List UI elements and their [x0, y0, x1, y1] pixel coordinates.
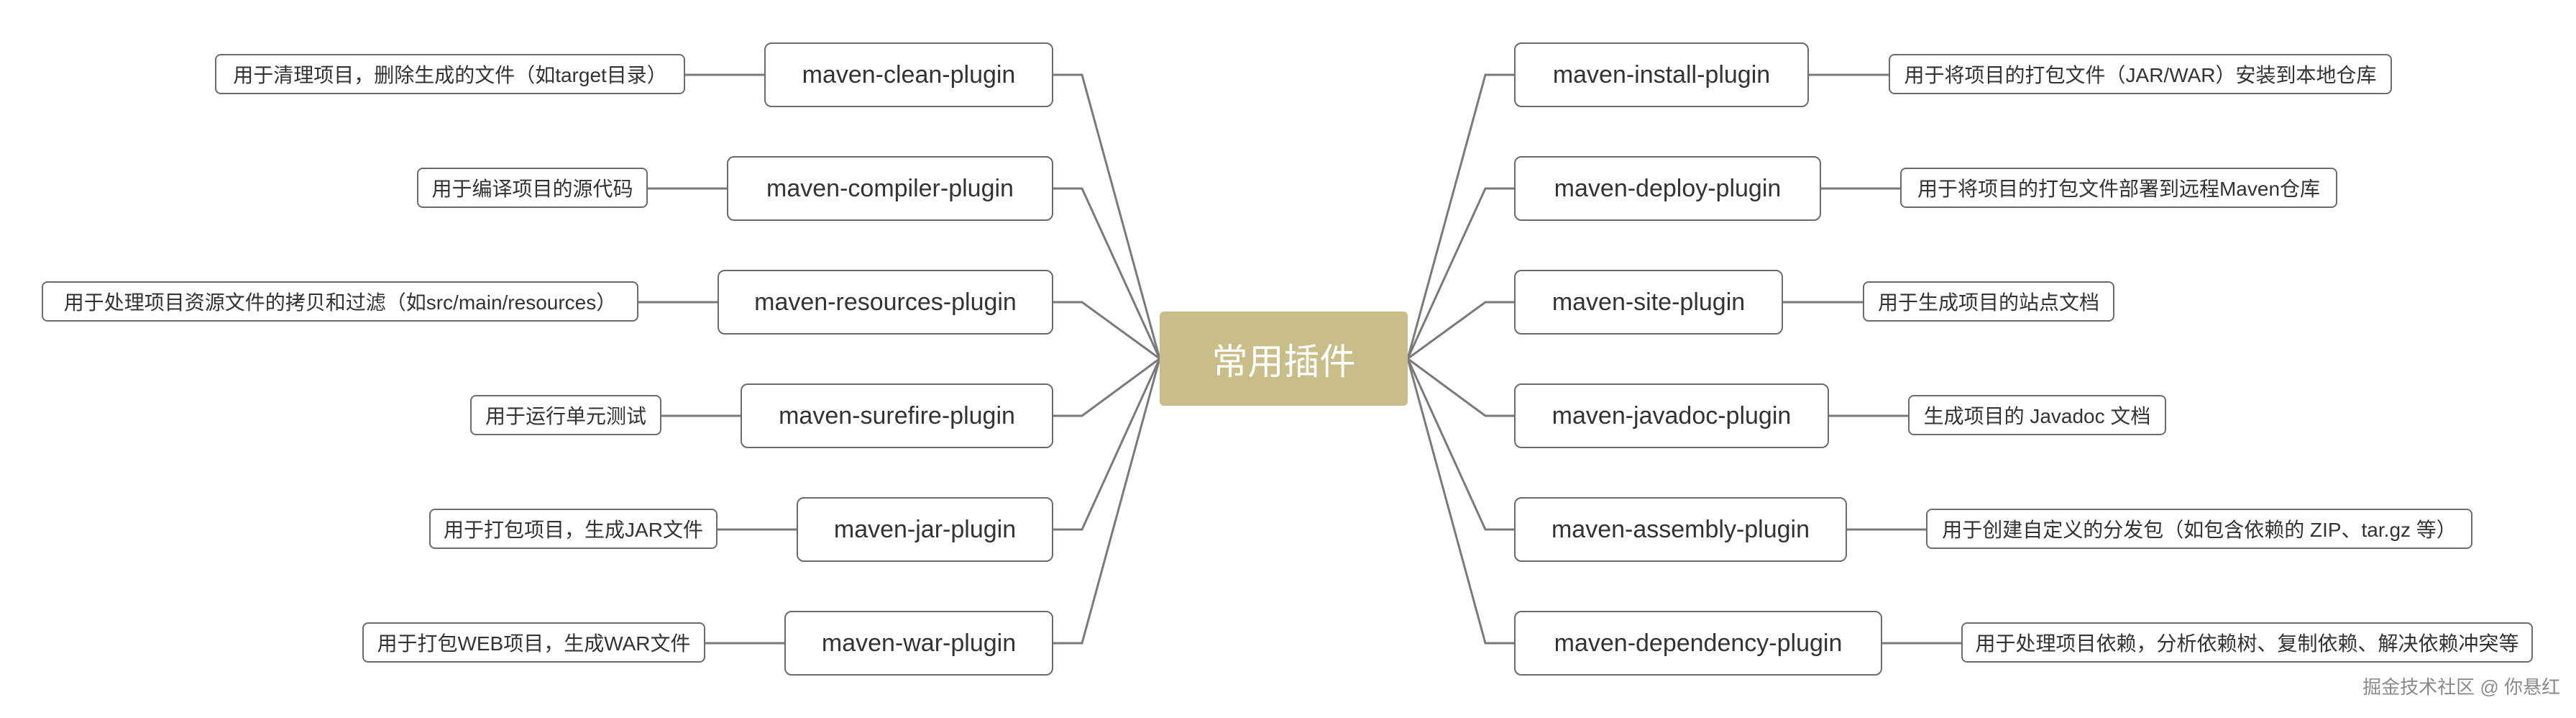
branch-connector	[1406, 187, 1514, 360]
description-node-right: 用于创建自定义的分发包（如包含依赖的 ZIP、tar.gz 等）	[1926, 509, 2472, 549]
plugin-node-right[interactable]: maven-deploy-plugin	[1514, 156, 1821, 221]
plugin-node-right[interactable]: maven-assembly-plugin	[1514, 497, 1847, 562]
plugin-node-right[interactable]: maven-site-plugin	[1514, 270, 1783, 335]
description-node-left: 用于运行单元测试	[470, 395, 661, 435]
plugin-node-left[interactable]: maven-compiler-plugin	[727, 156, 1053, 221]
branch-connector	[1407, 301, 1514, 360]
description-node-right: 用于将项目的打包文件（JAR/WAR）安装到本地仓库	[1889, 54, 2392, 94]
plugin-node-left[interactable]: maven-jar-plugin	[797, 497, 1053, 562]
watermark: 掘金技术社区 @ 你悬红	[2362, 676, 2560, 698]
branch-connector	[1053, 358, 1161, 531]
description-node-right: 用于生成项目的站点文档	[1863, 281, 2114, 322]
description-node-left: 用于打包项目，生成JAR文件	[429, 509, 718, 549]
plugin-node-left[interactable]: maven-clean-plugin	[764, 42, 1053, 107]
plugin-node-right[interactable]: maven-dependency-plugin	[1514, 611, 1882, 676]
plugin-node-right[interactable]: maven-javadoc-plugin	[1514, 383, 1829, 448]
description-node-left: 用于处理项目资源文件的拷贝和过滤（如src/main/resources）	[42, 281, 638, 322]
description-node-right: 用于处理项目依赖，分析依赖树、复制依赖、解决依赖冲突等	[1961, 622, 2533, 663]
description-node-right: 用于将项目的打包文件部署到远程Maven仓库	[1900, 168, 2337, 208]
plugin-node-right[interactable]: maven-install-plugin	[1514, 42, 1809, 107]
description-node-left: 用于编译项目的源代码	[417, 168, 648, 208]
description-node-left: 用于打包WEB项目，生成WAR文件	[362, 622, 705, 663]
plugin-node-left[interactable]: maven-war-plugin	[784, 611, 1053, 676]
description-node-left: 用于清理项目，删除生成的文件（如target目录）	[215, 54, 685, 94]
branch-connector	[1406, 358, 1514, 645]
branch-connector	[1053, 301, 1160, 360]
plugin-node-left[interactable]: maven-resources-plugin	[718, 270, 1053, 335]
branch-connector	[1053, 358, 1161, 645]
branch-connector	[1406, 358, 1514, 531]
branch-connector	[1053, 187, 1161, 360]
branch-connector	[1053, 73, 1161, 359]
root-node[interactable]: 常用插件	[1160, 312, 1408, 406]
branch-connector	[1406, 73, 1514, 359]
plugin-node-left[interactable]: maven-surefire-plugin	[741, 383, 1053, 448]
branch-connector	[1053, 358, 1160, 417]
description-node-right: 生成项目的 Javadoc 文档	[1908, 395, 2166, 435]
branch-connector	[1407, 358, 1514, 417]
